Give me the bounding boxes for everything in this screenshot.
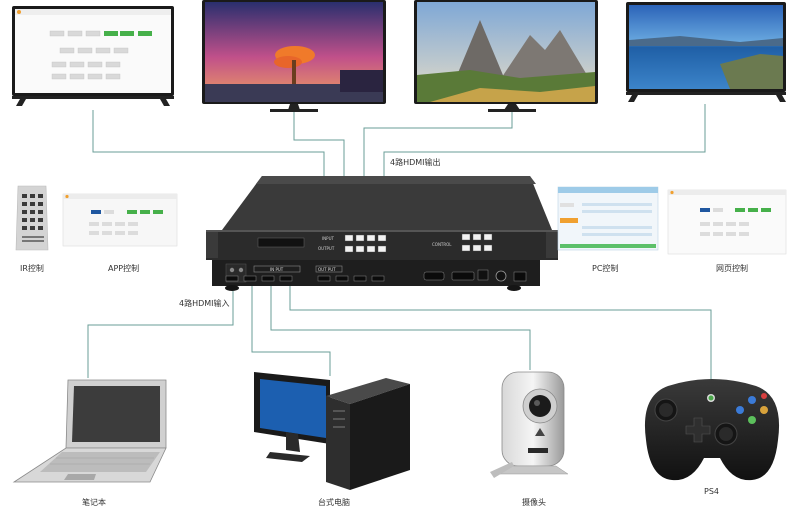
hdmi-input-ports [225,275,293,282]
hdmi-output-ports [317,275,385,282]
desktop-caption: 台式电脑 [318,498,350,507]
matrix-switcher: INPUT OUTPUT CONTROL IN PUT OUT PUT [206,176,558,291]
web-control-screenshot [667,189,787,255]
in-put-panel-label: IN PUT [270,267,284,272]
input-label: INPUT [322,236,335,241]
control-label: CONTROL [432,242,452,247]
laptop-caption: 笔记本 [82,498,106,507]
tv-monitor-3 [414,0,598,112]
app-control-screenshot [62,193,178,247]
laptop [12,379,167,483]
pc-control-caption: PC控制 [592,264,619,273]
output-label: OUTPUT [318,246,335,251]
line-laptop [87,286,234,378]
ir-control-caption: IR控制 [20,264,44,273]
tv1-screen [15,9,171,93]
tv-monitor-2 [202,0,386,112]
out-put-panel-label: OUT PUT [318,267,336,272]
pc-control-screenshot [557,186,659,251]
camera-caption: 摄像头 [522,498,546,507]
app-control-caption: APP控制 [108,264,140,273]
tv-monitor-1 [12,6,174,106]
ir-remote [15,185,49,251]
input-caption: 4路HDMI输入 [179,299,230,308]
line-desktop [251,286,331,376]
front-panel-buttons [344,233,493,253]
tv-monitor-4 [626,2,786,102]
webcam [490,371,569,478]
ps4-caption: PS4 [704,487,719,496]
gamepad [644,379,780,481]
line-ps4 [289,286,712,380]
line-camera [270,286,531,370]
lcd-display [257,237,305,248]
web-control-caption: 网页控制 [716,264,748,273]
desktop-computer [254,372,410,490]
output-caption: 4路HDMI输出 [390,158,441,167]
